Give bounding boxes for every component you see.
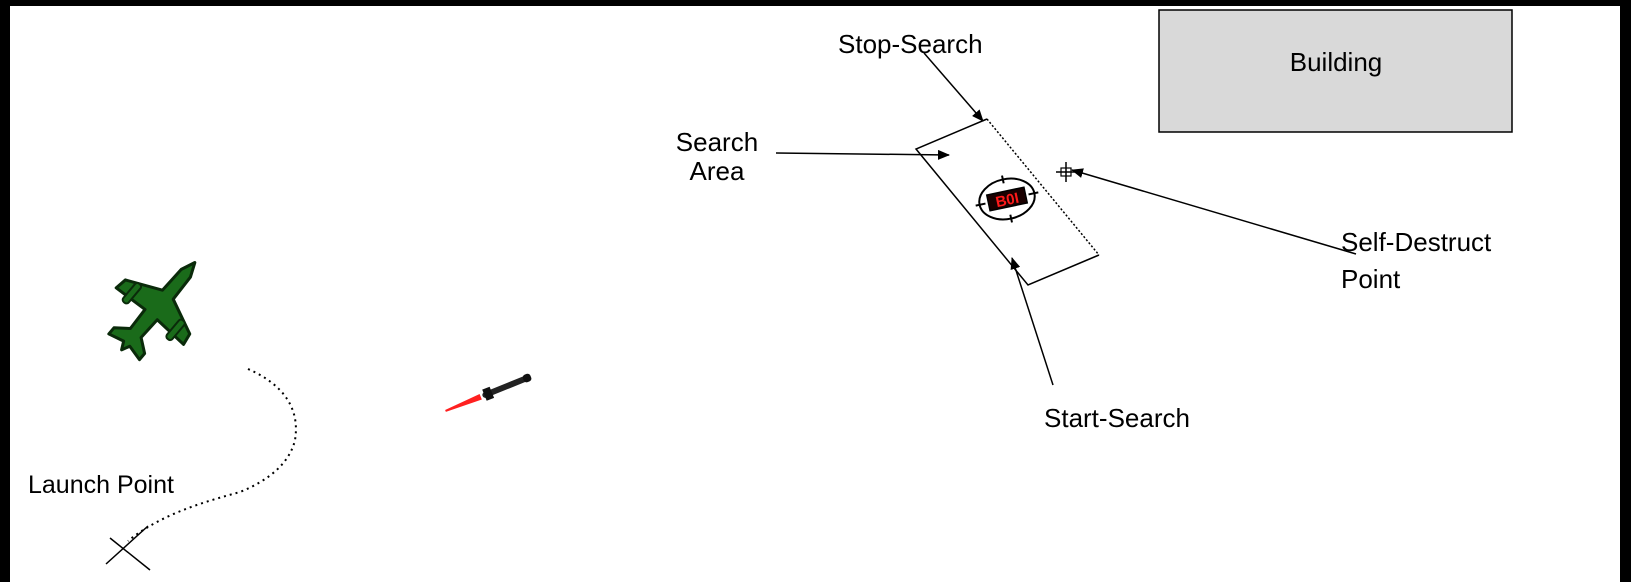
self-destruct-label-line2: Point (1341, 264, 1401, 294)
target-ring-tick-right (1028, 191, 1039, 196)
start-search-label: Start-Search (1044, 403, 1190, 433)
ground-vehicle-target-icon: B0I (975, 175, 1039, 223)
x-marker-stroke-a (109, 537, 151, 571)
missile-nose (522, 373, 532, 383)
search-area-label-line2: Area (690, 156, 745, 186)
search-area-label-line1: Search (676, 127, 758, 157)
crosshair-box (1060, 167, 1072, 177)
frame-left (0, 0, 10, 582)
search-area (914, 118, 1100, 286)
building-box (1158, 9, 1513, 133)
start-search-arrow (1010, 257, 1054, 386)
target-ring-tick-bottom (1009, 214, 1013, 223)
search-area-outline (914, 118, 1100, 286)
jet-aircraft-icon (107, 261, 197, 362)
building-label: Building (1290, 47, 1383, 77)
missile-fin (482, 386, 495, 401)
aircraft-fuselage (107, 261, 197, 362)
x-marker-stroke-b (105, 525, 149, 565)
search-area-far-edge (986, 118, 1100, 256)
stop-search-arrow (923, 52, 984, 122)
building: Building (1158, 9, 1513, 133)
frame-right (1620, 0, 1631, 582)
aircraft-engine-left (121, 281, 143, 305)
target-ring-tick-top (1001, 175, 1005, 184)
target-ring-tick-left (975, 202, 986, 207)
target-marking: B0I (994, 190, 1020, 211)
frame-top (0, 0, 1631, 6)
aircraft-engine-right (165, 318, 186, 342)
flight-path (127, 368, 297, 542)
missile-trail (445, 393, 482, 412)
missile-body (482, 375, 530, 398)
self-destruct-label-line1: Self-Destruct (1341, 227, 1492, 257)
search-area-arrow (775, 149, 950, 160)
launch-point-label: Launch Point (28, 471, 174, 499)
self-destruct-arrow (1071, 168, 1357, 255)
missile-icon (445, 373, 532, 412)
target-body (985, 186, 1029, 212)
x-marker-icon (105, 525, 151, 571)
stop-search-label: Stop-Search (838, 29, 983, 59)
